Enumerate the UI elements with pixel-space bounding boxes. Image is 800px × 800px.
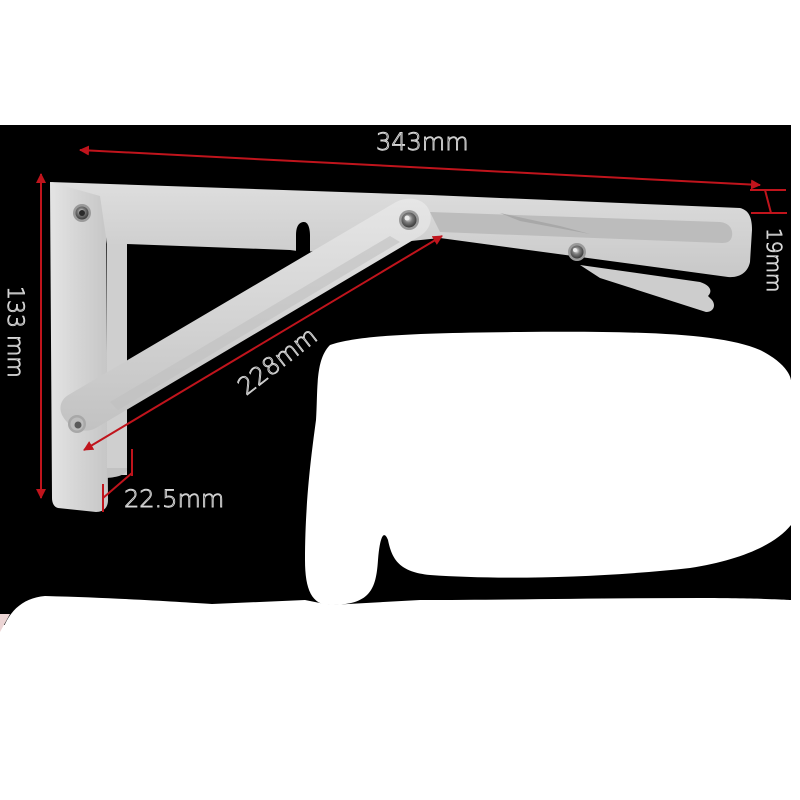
slide-rivet [568,243,586,261]
top-left-rivet [73,204,91,222]
pink-fragment [0,614,10,632]
height-label: 133 mm [2,286,27,378]
thickness-arrow [764,189,772,214]
overall-length-label: 343mm [376,128,469,156]
bottom-rivet [68,415,86,433]
vertical-leg-flange [107,240,127,475]
folding-leaf [580,265,714,312]
keyhole-notch [296,222,310,255]
masked-region-bottom [0,596,800,800]
thickness-label: 19mm [762,228,786,292]
pivot-rivet [399,210,419,230]
width-arrow [102,472,133,499]
vertical-leg [50,182,108,512]
overall-length-arrow [79,145,761,190]
arm-slot [430,212,733,243]
brace-length-arrow [83,235,443,451]
width-label: 22.5mm [124,485,224,513]
dimension-lines [36,145,787,512]
